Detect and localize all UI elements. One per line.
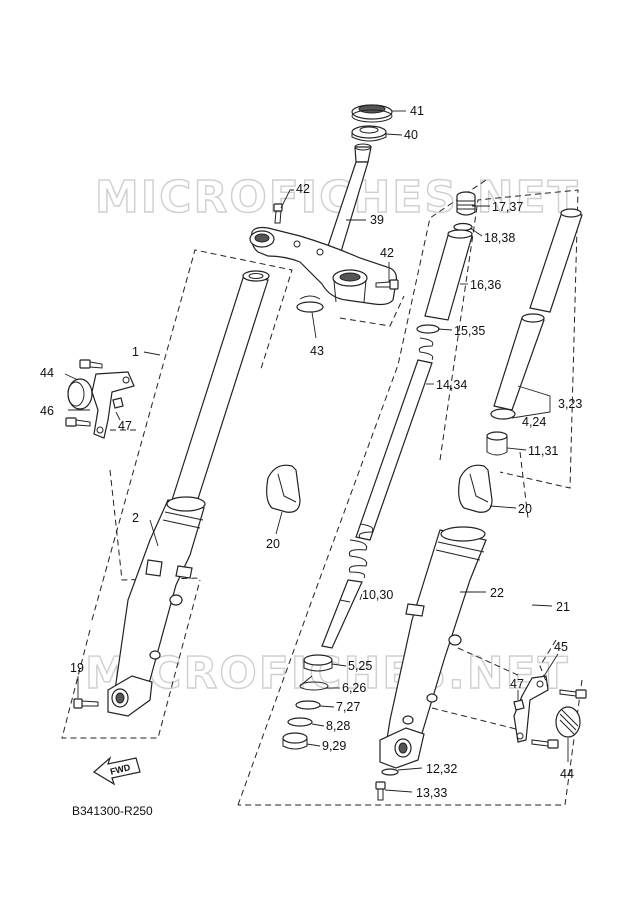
nut-47-right xyxy=(513,699,525,711)
callout-12-32: 12,32 xyxy=(426,762,457,776)
washer-12-32 xyxy=(381,768,399,776)
bolt-right-top xyxy=(559,689,587,699)
callout-5-25: 5,25 xyxy=(348,659,372,673)
bolt-left-top xyxy=(79,359,103,369)
bracket-45-dash xyxy=(539,639,557,687)
fwd-label: FWD xyxy=(109,762,132,777)
callout-43: 43 xyxy=(310,344,324,358)
callout-3-23: 3,23 xyxy=(558,397,582,411)
callout-21: 21 xyxy=(556,600,570,614)
reflector-44-right xyxy=(555,706,581,738)
inner-tube-3-23-lower xyxy=(493,313,545,411)
cap-bolt-17-37 xyxy=(456,191,476,216)
washer-7-27 xyxy=(295,700,321,710)
callout-20-right: 20 xyxy=(518,502,532,516)
callout-9-29: 9,29 xyxy=(322,739,346,753)
callout-13-33: 13,33 xyxy=(416,786,447,800)
callout-40: 40 xyxy=(404,128,418,142)
nut-47-left xyxy=(112,397,124,409)
fwd-arrow-icon: FWD xyxy=(92,756,141,786)
bushing-9-29 xyxy=(282,732,308,750)
collar-4-24 xyxy=(490,408,516,420)
callout-47-right: 47 xyxy=(510,677,524,691)
right-tube-dash-link xyxy=(519,451,529,519)
spacer-16-36 xyxy=(424,229,473,321)
callout-8-28: 8,28 xyxy=(326,719,350,733)
callout-44-left: 44 xyxy=(40,366,54,380)
steering-stem-39 xyxy=(325,143,372,256)
callout-22: 22 xyxy=(490,586,504,600)
leader-lines xyxy=(64,110,569,793)
callout-4-24: 4,24 xyxy=(522,415,546,429)
bolt-19 xyxy=(73,698,99,709)
under-bracket xyxy=(249,226,397,306)
callout-39: 39 xyxy=(370,213,384,227)
bolt-42-right xyxy=(375,279,399,290)
callout-44-right: 44 xyxy=(560,767,574,781)
callout-42-top: 42 xyxy=(296,182,310,196)
outer-tube-2 xyxy=(107,496,206,717)
callout-7-27: 7,27 xyxy=(336,700,360,714)
callout-16-36: 16,36 xyxy=(470,278,501,292)
diagram-code: B341300-R250 xyxy=(72,804,153,818)
bracket-46 xyxy=(91,371,135,439)
bolt-42-top xyxy=(273,203,283,224)
callout-14-34: 14,34 xyxy=(436,378,467,392)
piston-5-25 xyxy=(303,654,333,672)
callout-2: 2 xyxy=(132,511,139,525)
race-40 xyxy=(351,125,387,142)
callout-6-26: 6,26 xyxy=(342,681,366,695)
callout-20-left: 20 xyxy=(266,537,280,551)
callout-42-right: 42 xyxy=(380,246,394,260)
right-bracket-dash xyxy=(431,647,521,731)
spring-14-34 xyxy=(355,337,434,541)
inner-tube-1 xyxy=(171,270,270,506)
right-tube-dash-outline xyxy=(439,189,579,489)
callout-1: 1 xyxy=(132,345,139,359)
outer-tube-22 xyxy=(379,526,487,769)
washer-8-28 xyxy=(287,717,313,727)
bolt-right-bottom xyxy=(531,739,559,749)
clip-6-26 xyxy=(299,675,329,691)
callout-15-35: 15,35 xyxy=(454,324,485,338)
bolt-13-33 xyxy=(375,781,386,801)
callout-17-37: 17,37 xyxy=(492,200,523,214)
o-ring-18-38 xyxy=(453,222,473,232)
callout-18-38: 18,38 xyxy=(484,231,515,245)
washer-15-35 xyxy=(416,324,440,334)
callout-45: 45 xyxy=(554,640,568,654)
callout-11-31: 11,31 xyxy=(528,444,558,458)
reflector-44-left xyxy=(67,378,93,410)
callout-41: 41 xyxy=(410,104,424,118)
callout-19: 19 xyxy=(70,661,84,675)
bushing-11-31 xyxy=(486,431,508,456)
fork-guard-20-right xyxy=(458,464,493,513)
callout-10-30: 10,30 xyxy=(362,588,393,602)
bearing-41 xyxy=(351,104,393,123)
fork-guard-20-left xyxy=(266,464,301,513)
callout-47-left: 47 xyxy=(118,419,132,433)
inner-tube-3-23-upper xyxy=(529,208,583,313)
damper-rod-10-30 xyxy=(321,539,368,649)
bolt-left-bottom xyxy=(65,417,91,427)
callout-46: 46 xyxy=(40,404,54,418)
watermark-top: MICROFICHES.NET xyxy=(95,172,580,223)
left-fork-dash-outline xyxy=(61,249,293,739)
clip-43 xyxy=(296,295,324,313)
bracket-dash-line xyxy=(339,295,405,327)
